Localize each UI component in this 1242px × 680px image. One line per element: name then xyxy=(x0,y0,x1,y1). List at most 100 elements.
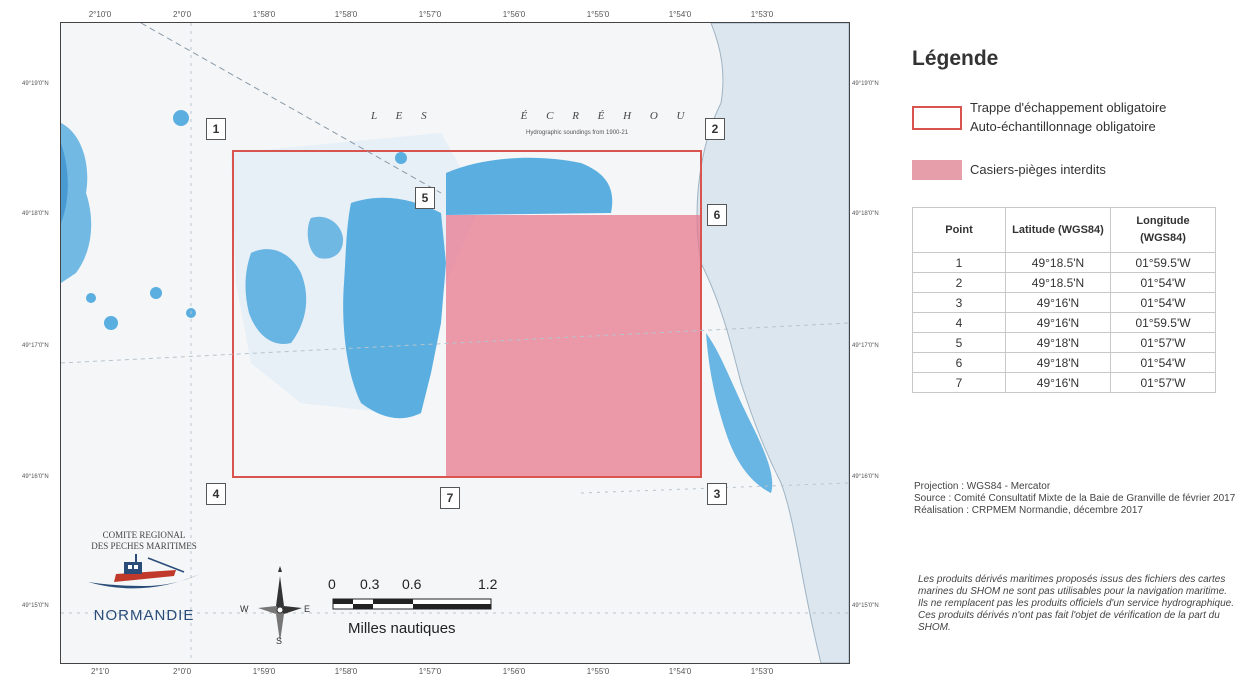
lon-tick: 2°0'0 xyxy=(172,10,192,19)
cell: 01°59.5'W xyxy=(1110,312,1216,333)
lon-tick: 1°57'0 xyxy=(418,667,442,676)
coastline-jersey xyxy=(696,23,849,663)
scale-tick: 0.6 xyxy=(402,576,422,592)
lon-tick: 1°54'0 xyxy=(668,10,692,19)
source-text: Source : Comité Consultatif Mixte de la … xyxy=(914,493,1236,504)
lon-tick: 1°56'0 xyxy=(502,667,526,676)
legend-forbidden: Casiers-pièges interdits xyxy=(970,162,1106,177)
cell: 01°54'W xyxy=(1110,292,1216,313)
lon-tick: 1°58'0 xyxy=(334,10,358,19)
cell: 7 xyxy=(912,372,1006,393)
cell: 01°54'W xyxy=(1110,352,1216,373)
cell: 49°18'N xyxy=(1005,332,1111,353)
scale-unit: Milles nautiques xyxy=(348,620,456,637)
point-label-4: 4 xyxy=(206,483,226,505)
logo-line1: COMITE REGIONAL xyxy=(102,530,186,540)
realisation-text: Réalisation : CRPMEM Normandie, décembre… xyxy=(914,505,1143,516)
lon-tick: 2°0'0 xyxy=(172,667,192,676)
forbidden-zone xyxy=(446,215,701,477)
lat-tick: 49°16'0"N xyxy=(852,474,879,480)
shom-disclaimer: Les produits dérivés maritimes proposés … xyxy=(918,574,1234,633)
cell: 2 xyxy=(912,272,1006,293)
legend-swatch-trap xyxy=(912,106,962,130)
col-longitude: Longitude (WGS84) xyxy=(1110,207,1216,253)
cell: 3 xyxy=(912,292,1006,313)
cell: 49°16'N xyxy=(1005,312,1111,333)
lat-tick: 49°17'0"N xyxy=(22,343,49,349)
legend-trap-line1: Trappe d'échappement obligatoire xyxy=(970,100,1167,115)
cell: 49°18.5'N xyxy=(1005,272,1111,293)
cell: 01°57'W xyxy=(1110,372,1216,393)
cell: 49°18.5'N xyxy=(1005,252,1111,273)
cell: 6 xyxy=(912,352,1006,373)
fishing-boat-icon xyxy=(88,554,200,589)
lon-tick: 1°59'0 xyxy=(252,667,276,676)
lat-tick: 49°15'0"N xyxy=(22,603,49,609)
lat-tick: 49°19'0"N xyxy=(22,81,49,87)
lon-tick: 2°1'0 xyxy=(90,667,110,676)
cell: 01°57'W xyxy=(1110,332,1216,353)
cell: 1 xyxy=(912,252,1006,273)
lat-tick: 49°15'0"N xyxy=(852,603,879,609)
point-label-5: 5 xyxy=(415,187,435,209)
lon-tick: 1°54'0 xyxy=(668,667,692,676)
nautical-map[interactable]: L E S É C R É H O U Hydrographic soundin… xyxy=(60,22,850,664)
north-arrow: N S E W xyxy=(240,566,311,646)
lon-tick: 1°53'0 xyxy=(750,10,774,19)
reef-main xyxy=(343,197,446,419)
logo-line2: DES PECHES MARITIMES xyxy=(91,541,197,551)
legend-title: Légende xyxy=(912,47,999,70)
cell: 01°59.5'W xyxy=(1110,252,1216,273)
reef-east xyxy=(706,333,773,493)
point-label-2: 2 xyxy=(705,118,725,140)
lon-tick: 1°56'0 xyxy=(502,10,526,19)
trap-zone-outline xyxy=(232,150,702,478)
lon-tick: 1°55'0 xyxy=(586,10,610,19)
point-label-7: 7 xyxy=(440,487,460,509)
table-header-row: Point Latitude (WGS84) Longitude (WGS84) xyxy=(912,207,1216,253)
col-point: Point xyxy=(912,207,1006,253)
lon-tick: 1°58'0 xyxy=(252,10,276,19)
lon-tick: 2°10'0 xyxy=(88,10,112,19)
compass-s: S xyxy=(276,636,283,646)
logo-name: NORMANDIE xyxy=(93,607,195,624)
cell: 4 xyxy=(912,312,1006,333)
reef-north xyxy=(446,157,613,215)
lon-tick: 1°57'0 xyxy=(418,10,442,19)
lat-tick: 49°19'0"N xyxy=(852,81,879,87)
point-label-3: 3 xyxy=(707,483,727,505)
map-canvas xyxy=(61,23,849,663)
map-credits: Projection : WGS84 - Mercator Source : C… xyxy=(914,481,1240,517)
shoal-left xyxy=(61,123,92,283)
compass-rose-icon xyxy=(258,566,302,642)
compass-e: E xyxy=(304,604,311,614)
lat-tick: 49°18'0"N xyxy=(22,211,49,217)
cell: 5 xyxy=(912,332,1006,353)
reef-west-2 xyxy=(307,216,344,259)
projection-text: Projection : WGS84 - Mercator xyxy=(914,481,1051,492)
shoal-left-2 xyxy=(61,143,68,223)
coordinates-table: Point Latitude (WGS84) Longitude (WGS84)… xyxy=(912,207,1216,393)
point-label-1: 1 xyxy=(206,118,226,140)
cell: 49°16'N xyxy=(1005,292,1111,313)
reef-west xyxy=(245,249,307,344)
cell: 49°18'N xyxy=(1005,352,1111,373)
lat-tick: 49°17'0"N xyxy=(852,343,879,349)
cell: 49°16'N xyxy=(1005,372,1111,393)
lat-tick: 49°18'0"N xyxy=(852,211,879,217)
legend-trap-line2: Auto-échantillonnage obligatoire xyxy=(970,119,1156,134)
lon-tick: 1°53'0 xyxy=(750,667,774,676)
depth-note: Hydrographic soundings from 1900-21 xyxy=(526,130,629,136)
scale-bar-graphic xyxy=(332,598,492,610)
place-name: L E S É C R É H O U xyxy=(371,110,693,122)
lon-tick: 1°55'0 xyxy=(586,667,610,676)
scale-tick: 0.3 xyxy=(360,576,380,592)
crpmem-logo: COMITE REGIONAL DES PECHES MARITIMES NOR… xyxy=(84,530,204,624)
